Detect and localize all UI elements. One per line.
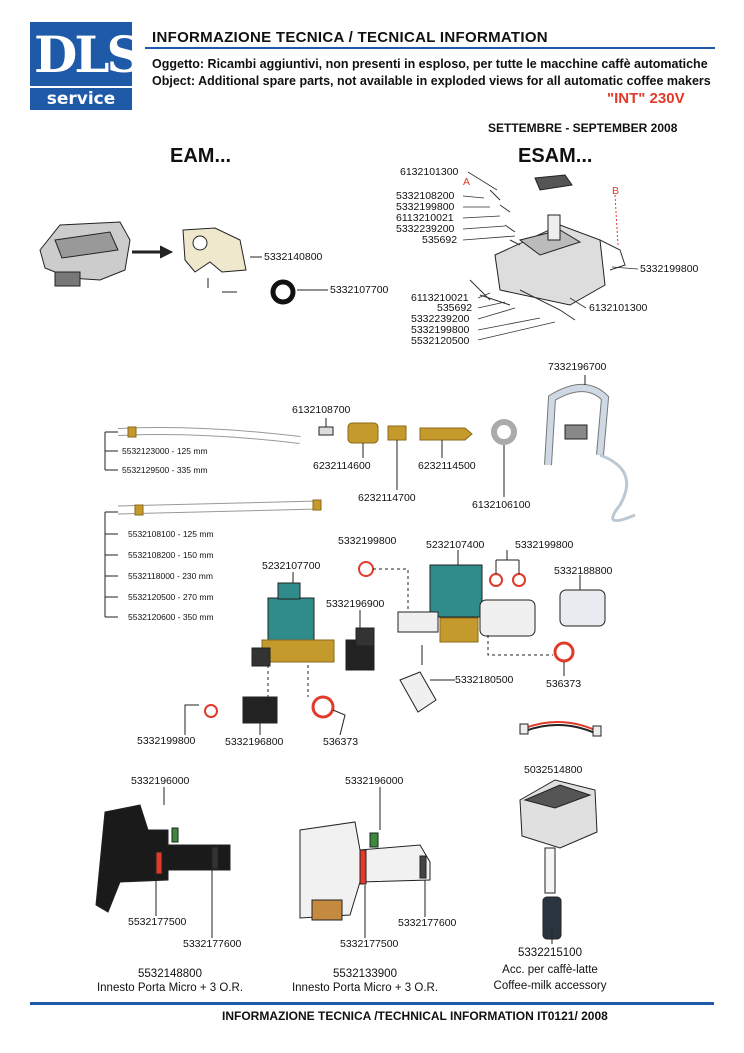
tube1-item-1: 5532123000 - 125 mm xyxy=(122,446,208,456)
valve-code-v10: 5332196800 xyxy=(225,736,284,748)
part-a-code-2: 5532177500 xyxy=(128,916,187,928)
part-a-caption-code: 5532148800 xyxy=(138,968,202,980)
tube2-item-4: 5532120500 - 270 mm xyxy=(128,592,214,602)
valve-code-v7: 5332180500 xyxy=(455,674,514,686)
tube2-item-5: 5532120600 - 350 mm xyxy=(128,612,214,622)
header-rule xyxy=(145,47,715,49)
esam-exploded-drawing xyxy=(469,174,626,321)
part-b-caption-desc: Innesto Porta Micro + 3 O.R. xyxy=(291,982,439,994)
part-b-code-2: 5332177600 xyxy=(398,917,457,929)
ferrule-code: 6232114700 xyxy=(358,492,416,504)
coffee-milk-device-drawing xyxy=(519,779,598,940)
esam-code-r2: 6132101300 xyxy=(589,302,648,314)
esam-code-l3: 5332199800 xyxy=(396,201,455,213)
part-a-code-3: 5332177600 xyxy=(183,938,242,950)
eam-code-2: 5332107700 xyxy=(330,284,389,296)
esam-code-r1: 5332199800 xyxy=(640,263,699,275)
logo-service-text: service xyxy=(30,88,132,110)
valve-code-v1: 5332199800 xyxy=(338,535,397,547)
esam-code-l4: 6113210021 xyxy=(396,212,454,224)
black-micro-holder-drawing xyxy=(95,804,231,913)
subject-line: Oggetto: Ricambi aggiuntivi, non present… xyxy=(152,57,708,71)
footer-text: INFORMAZIONE TECNICA /TECHNICAL INFORMAT… xyxy=(222,1009,608,1023)
esam-code-l9: 5332239200 xyxy=(411,313,470,325)
section-esam: ESAM... xyxy=(518,145,593,167)
nut-code: 6232114600 xyxy=(313,460,371,472)
tube2-item-2: 5532108200 - 150 mm xyxy=(128,550,214,560)
valve-code-v3: 5332199800 xyxy=(515,539,574,551)
part-c-caption-desc1: Acc. per caffè-latte xyxy=(502,964,598,976)
clip-code: 6132108700 xyxy=(292,404,351,416)
esam-code-l2: 5332108200 xyxy=(396,190,455,202)
doc-date: SETTEMBRE - SEPTEMBER 2008 xyxy=(488,121,678,135)
white-micro-holder-drawing xyxy=(299,821,431,921)
eam-oring xyxy=(270,279,296,305)
esam-code-l11: 5532120500 xyxy=(411,335,470,347)
clip-drawing xyxy=(318,426,334,436)
esam-code-l5: 5332239200 xyxy=(396,223,455,235)
eam-brew-unit-drawing xyxy=(39,221,131,287)
part-b-code-1: 5332196000 xyxy=(345,775,404,787)
valve-code-v8: 536373 xyxy=(546,678,582,690)
cable-drawing xyxy=(519,720,602,737)
esam-code-l1: 6132101300 xyxy=(400,166,459,178)
valve-code-v4: 5332188800 xyxy=(554,565,613,577)
logo-dls-text: DLS xyxy=(34,25,143,84)
esam-marker-a: A xyxy=(463,176,471,188)
left-solenoid-drawing xyxy=(251,582,375,671)
tube2-item-1: 5532108100 - 125 mm xyxy=(128,529,214,539)
model-voltage: "INT" 230V xyxy=(607,90,685,107)
part-b-caption-code: 5532133900 xyxy=(333,968,397,980)
esam-code-l7: 6113210021 xyxy=(411,292,469,304)
esam-code-l6: 535692 xyxy=(422,234,458,246)
washer-code: 6132106100 xyxy=(472,499,531,511)
part-a-code-1: 5332196000 xyxy=(131,775,190,787)
fitting-code: 6232114500 xyxy=(418,460,476,472)
valve-code-v5: 5232107700 xyxy=(262,560,321,572)
right-solenoid-drawing xyxy=(397,564,606,713)
tube2-item-3: 5532118000 - 230 mm xyxy=(128,571,213,581)
valve-code-v11: 536373 xyxy=(323,736,359,748)
valve-code-v6: 5332196900 xyxy=(326,598,385,610)
part-c-caption-desc2: Coffee-milk accessory xyxy=(493,980,607,992)
loop-tube-drawing xyxy=(544,384,636,523)
footer-rule xyxy=(30,1002,714,1005)
esam-code-l8: 535692 xyxy=(437,302,473,314)
connector-drawing xyxy=(242,696,278,724)
tube1-item-2: 5532129500 - 335 mm xyxy=(122,465,208,475)
eam-code-1: 5332140800 xyxy=(264,251,323,263)
valve-code-v2: 5232107400 xyxy=(426,539,485,551)
part-a-caption-desc: Innesto Porta Micro + 3 O.R. xyxy=(96,982,244,994)
doc-title: INFORMAZIONE TECNICA / TECNICAL INFORMAT… xyxy=(152,29,548,46)
part-c-caption-code: 5332215100 xyxy=(518,947,582,959)
nut-drawing xyxy=(347,422,379,444)
object-line: Object: Additional spare parts, not avai… xyxy=(152,74,711,88)
loop-tube-code: 7332196700 xyxy=(548,361,607,373)
eam-fitting-drawing xyxy=(182,227,247,273)
part-b-code-3: 5332177500 xyxy=(340,938,399,950)
esam-marker-b: B xyxy=(612,185,620,197)
section-eam: EAM... xyxy=(170,145,232,167)
dls-service-logo: DLS service xyxy=(30,22,143,110)
valve-code-v9: 5332199800 xyxy=(137,735,196,747)
esam-code-l10: 5332199800 xyxy=(411,324,470,336)
cable-code: 5032514800 xyxy=(524,764,583,776)
